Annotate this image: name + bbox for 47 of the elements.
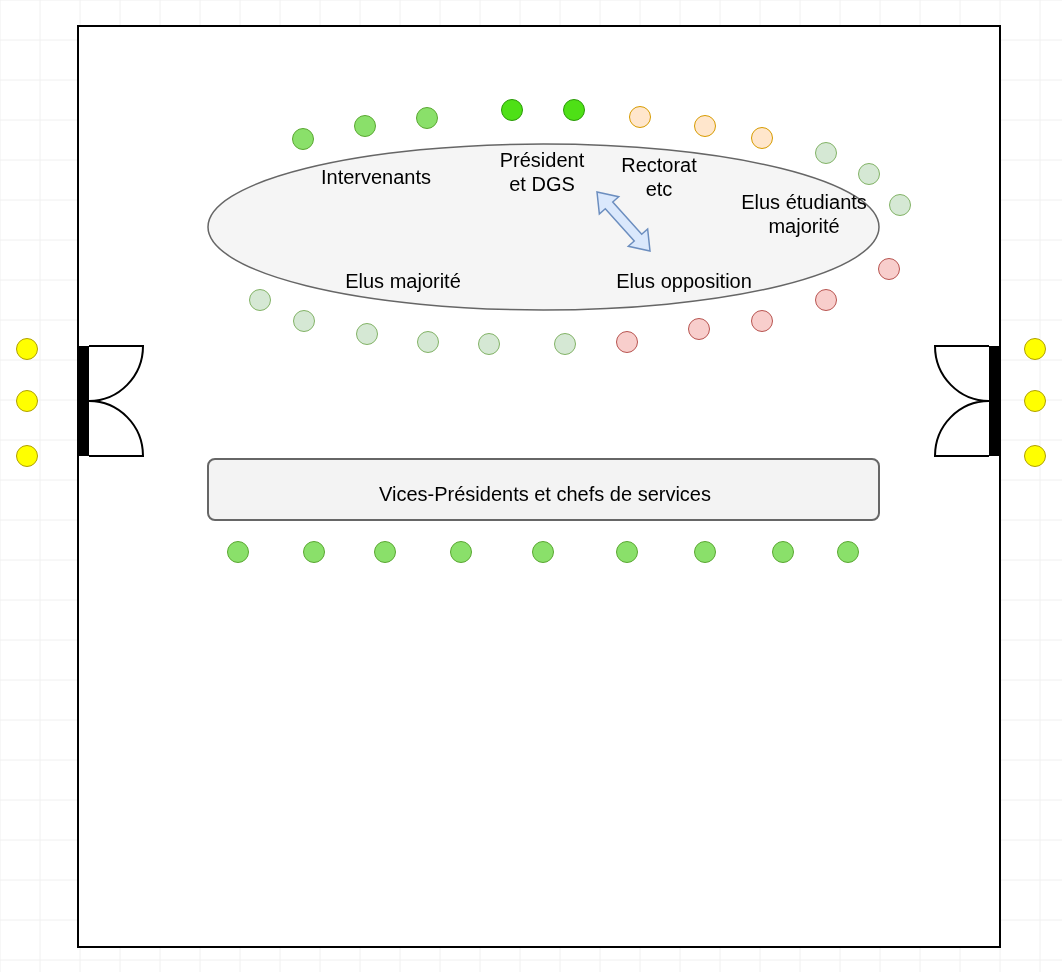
seat-circle: [1024, 390, 1046, 412]
seat-circle: [751, 310, 773, 332]
front-table: [207, 458, 880, 521]
seat-circle: [563, 99, 585, 121]
seat-circle: [554, 333, 576, 355]
seat-circle: [303, 541, 325, 563]
seat-circle: [16, 338, 38, 360]
seat-circle: [772, 541, 794, 563]
seat-circle: [688, 318, 710, 340]
seat-circle: [694, 115, 716, 137]
seat-circle: [356, 323, 378, 345]
seat-circle: [815, 142, 837, 164]
seat-circle: [837, 541, 859, 563]
seat-circle: [416, 107, 438, 129]
seat-group-label: Président et DGS: [498, 148, 586, 196]
seat-circle: [1024, 445, 1046, 467]
seat-circle: [532, 541, 554, 563]
seat-circle: [450, 541, 472, 563]
seat-group-label: Intervenants: [320, 165, 432, 189]
seat-circle: [629, 106, 651, 128]
seat-circle: [878, 258, 900, 280]
seat-circle: [249, 289, 271, 311]
seat-group-label: Rectorat etc: [620, 153, 698, 201]
seat-circle: [478, 333, 500, 355]
seat-circle: [694, 541, 716, 563]
seat-circle: [417, 331, 439, 353]
seat-circle: [292, 128, 314, 150]
seat-circle: [815, 289, 837, 311]
seat-group-label: Elus majorité: [345, 269, 461, 293]
seat-circle: [227, 541, 249, 563]
seat-circle: [889, 194, 911, 216]
seat-group-label: Elus opposition: [616, 269, 752, 293]
seat-circle: [1024, 338, 1046, 360]
meeting-table: [207, 143, 880, 311]
seat-group-label: Vices-Présidents et chefs de services: [379, 482, 711, 506]
seat-circle: [374, 541, 396, 563]
seat-circle: [16, 390, 38, 412]
seat-circle: [16, 445, 38, 467]
room-outline: [77, 25, 1001, 948]
seat-circle: [616, 541, 638, 563]
seat-group-label: Elus étudiants majorité: [740, 190, 868, 238]
seat-circle: [501, 99, 523, 121]
seat-circle: [751, 127, 773, 149]
seat-circle: [354, 115, 376, 137]
seat-circle: [616, 331, 638, 353]
seat-circle: [858, 163, 880, 185]
seat-circle: [293, 310, 315, 332]
